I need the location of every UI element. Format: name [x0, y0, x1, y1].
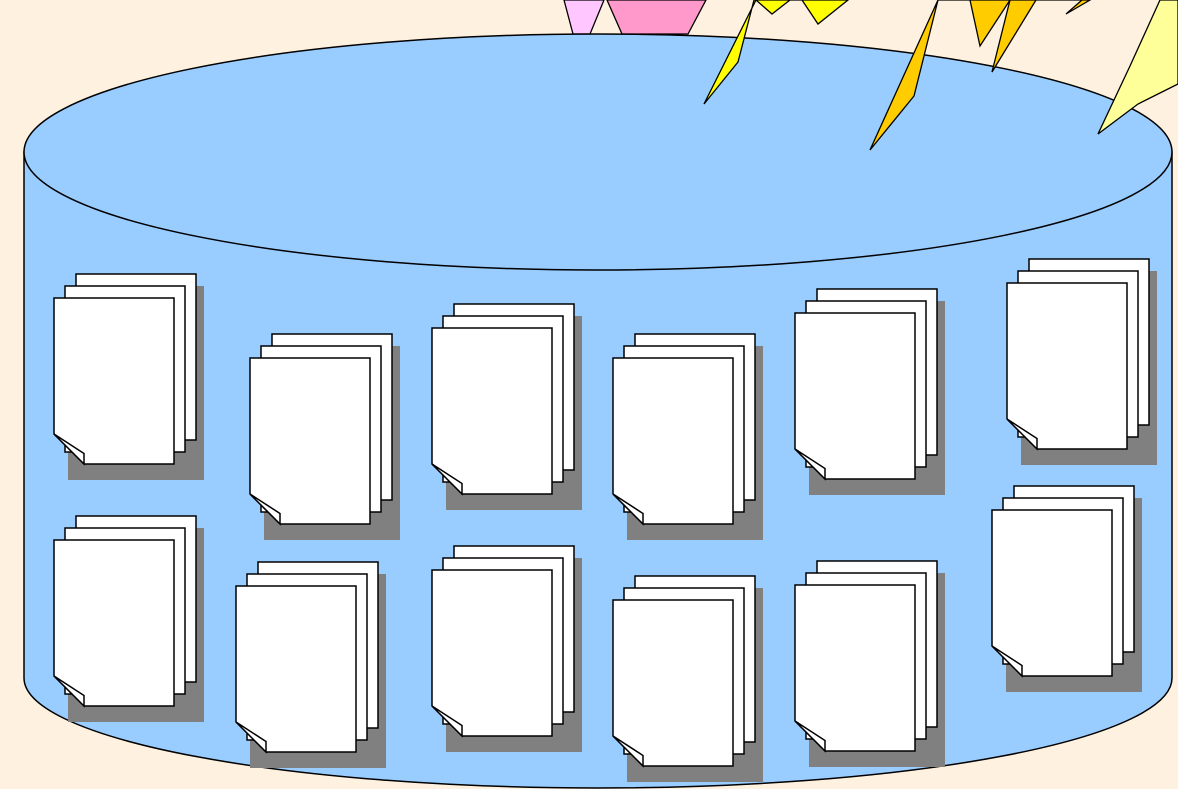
orange-bolt [869, 0, 1092, 151]
document-stack [1006, 258, 1157, 465]
page-fold [991, 645, 1023, 678]
document-page [612, 357, 734, 525]
document-page [991, 509, 1113, 677]
page-fold [612, 493, 644, 526]
page-fold [235, 721, 267, 754]
lightning-bolts [703, 0, 1178, 151]
page-fold [794, 720, 826, 753]
page-fold [1006, 418, 1038, 451]
document-page [612, 599, 734, 767]
document-stack [612, 575, 763, 782]
document-stack [991, 485, 1142, 692]
document-stack [235, 561, 386, 768]
document-page [794, 584, 916, 752]
document-page [53, 297, 175, 465]
document-page [249, 357, 371, 525]
document-stack [794, 560, 945, 767]
document-stack [53, 515, 204, 722]
document-stack [53, 273, 204, 480]
document-stack [612, 333, 763, 540]
document-page [431, 327, 553, 495]
document-stack [794, 288, 945, 495]
cylinder-top [23, 33, 1173, 271]
page-fold [431, 705, 463, 738]
page-fold [53, 433, 85, 466]
incoming-beams [563, 0, 707, 35]
page-fold [431, 463, 463, 496]
page-fold [612, 735, 644, 768]
document-page [794, 312, 916, 480]
page-fold [794, 448, 826, 481]
yellow-bolt [703, 0, 850, 105]
document-stack [249, 333, 400, 540]
document-stacks [53, 258, 1157, 782]
pale-yellow-bolt [1097, 0, 1178, 135]
page-fold [249, 493, 281, 526]
document-page [235, 585, 357, 753]
pink-beam [606, 0, 707, 35]
document-stack [431, 545, 582, 752]
document-page [431, 569, 553, 737]
document-stack [431, 303, 582, 510]
page-fold [53, 675, 85, 708]
document-page [1006, 282, 1128, 450]
document-page [53, 539, 175, 707]
